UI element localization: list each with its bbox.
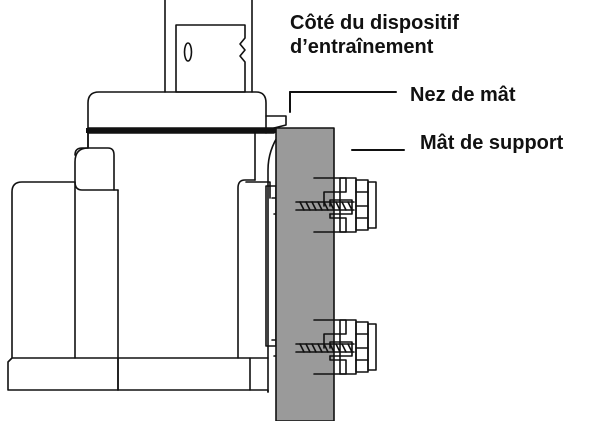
- drive-side-label-line-1: Côté du dispositif: [290, 12, 459, 34]
- support-mast-label: Mât de support: [420, 132, 564, 154]
- housing-cap: [86, 91, 276, 134]
- drive-side-label: Côté du dispositif d’entraînement: [290, 11, 459, 59]
- top-shaft: [164, 0, 253, 93]
- upper-u-bolt: [295, 177, 377, 233]
- support-mast: [275, 127, 335, 421]
- drive-side-label-line-2: d’entraînement: [290, 36, 434, 58]
- mast-nose-label: Nez de mât: [410, 84, 516, 106]
- main-housing: [7, 132, 269, 393]
- lower-u-bolt: [295, 319, 377, 375]
